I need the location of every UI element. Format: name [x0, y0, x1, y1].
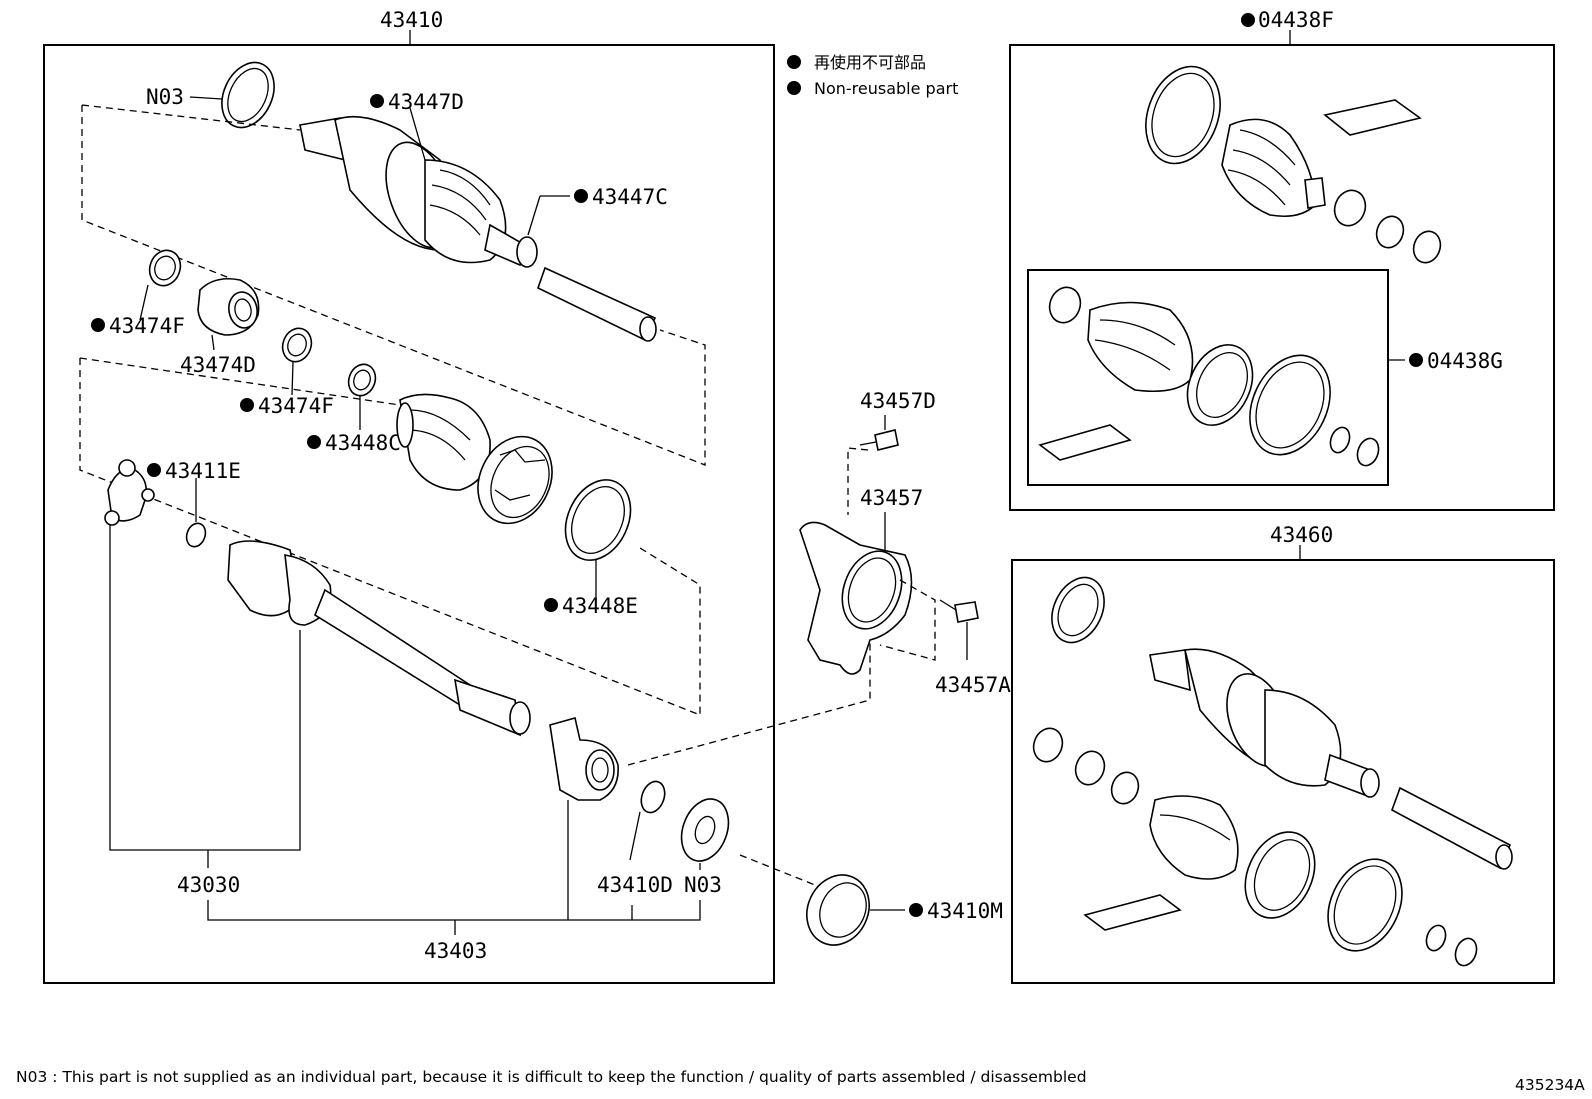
part-43030-inner-shaft: [227, 540, 531, 737]
group-04438G: 04438G: [1027, 269, 1503, 486]
label-04438G[interactable]: 04438G: [1427, 349, 1503, 373]
label-n03-bottom[interactable]: N03: [684, 873, 722, 897]
label-43457[interactable]: 43457: [860, 486, 923, 510]
label-04438F[interactable]: 04438F: [1258, 8, 1334, 32]
frame-43410: [43, 44, 775, 984]
label-43410[interactable]: 43410: [380, 8, 443, 32]
part-boot-band-mid: [477, 435, 553, 525]
label-43457D[interactable]: 43457D: [860, 389, 936, 413]
part-43410D: [629, 780, 666, 861]
label-43410M[interactable]: 43410M: [927, 899, 1003, 923]
part-04438F-kit: [1145, 65, 1442, 264]
part-43474D: [197, 277, 260, 351]
part-43448E: [564, 479, 632, 598]
label-43474D[interactable]: 43474D: [180, 353, 256, 377]
frame-43460: [1011, 559, 1555, 984]
label-43474F-a[interactable]: 43474F: [109, 314, 185, 338]
label-43448E[interactable]: 43448E: [562, 594, 638, 618]
part-43411E: [104, 459, 207, 548]
part-n03-ring-top: N03: [146, 61, 275, 129]
part-outer-joint-shaft: [299, 115, 657, 342]
label-43411E[interactable]: 43411E: [165, 459, 241, 483]
dash-outline-upper: [81, 105, 706, 466]
label-43030[interactable]: 43030: [177, 873, 240, 897]
legend-dot-icon: [787, 81, 801, 95]
part-43448C: [347, 363, 377, 430]
label-43460[interactable]: 43460: [1270, 523, 1333, 547]
frame-04438F: [1009, 44, 1555, 511]
part-43457-bracket: [799, 512, 913, 675]
label-43457A[interactable]: 43457A: [935, 673, 1011, 697]
part-43460-assembly: [1032, 576, 1513, 967]
legend-en: Non-reusable part: [814, 79, 958, 98]
part-43457D-bolt: [859, 415, 899, 451]
legend-jp: 再使用不可部品: [814, 53, 926, 72]
label-43447C[interactable]: 43447C: [592, 185, 668, 209]
part-43474F-a: [139, 249, 182, 321]
group-43460: 43460: [1011, 523, 1555, 984]
part-bearing-bracket: [549, 717, 619, 801]
figure-id: 435234A: [1515, 1076, 1585, 1094]
label-43447D[interactable]: 43447D: [388, 90, 464, 114]
label-43403[interactable]: 43403: [424, 939, 487, 963]
part-n03-seal-bottom: [680, 798, 730, 870]
label-n03-top[interactable]: N03: [146, 85, 184, 109]
label-43448C[interactable]: 43448C: [325, 431, 401, 455]
group-43410: 43410: [43, 8, 775, 984]
part-inner-boot: [396, 393, 491, 491]
label-43410D[interactable]: 43410D: [597, 873, 673, 897]
group-04438F: 04438F: [1009, 8, 1555, 511]
part-04438G-kit: [1038, 286, 1380, 467]
part-43410M-seal: [806, 874, 905, 946]
dash-outline-lower: [79, 358, 701, 716]
legend-dot-icon: [787, 55, 801, 69]
footnote: N03 : This part is not supplied as an in…: [16, 1068, 1087, 1086]
part-43474F-b: [281, 327, 313, 396]
legend: 再使用不可部品 Non-reusable part: [787, 53, 958, 98]
frame-04438G: [1027, 269, 1389, 486]
label-43474F-b[interactable]: 43474F: [258, 394, 334, 418]
part-43457A-bolt: [939, 599, 979, 660]
